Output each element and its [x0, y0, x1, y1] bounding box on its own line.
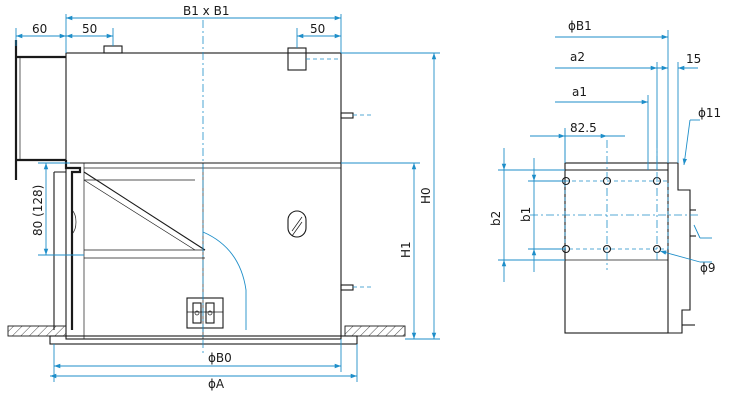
inspection-slot [287, 210, 307, 238]
bolt-lower [340, 284, 372, 291]
frame-profile-inner [53, 171, 66, 330]
dim-h0-label: H0 [419, 187, 433, 204]
dim-top-15-label: 15 [686, 52, 701, 66]
dim-top-82-label: 82.5 [570, 121, 597, 135]
top-right-wall [668, 162, 691, 334]
dim-top-a2-label: a2 [570, 50, 585, 64]
top-view: ϕB1 a2 15 a1 82.5 ϕ11 b2 [489, 19, 721, 334]
dim-50-right-label: 50 [310, 22, 325, 36]
dim-top-11-label: ϕ11 [698, 106, 721, 120]
dim-60-label: 60 [32, 22, 47, 36]
damper-blade-edge [83, 179, 196, 251]
dim-top-9-label: ϕ9 [700, 261, 716, 275]
actuator-top-right [287, 47, 307, 71]
dim-h1-label: H1 [399, 241, 413, 258]
frame-notch [71, 209, 77, 235]
floor-left [7, 325, 67, 337]
terminal-block [186, 297, 224, 329]
dim-b0-label: ϕB0 [208, 351, 232, 365]
floor-right [344, 325, 406, 337]
dim-a-label: ϕA [208, 377, 225, 391]
cable-curve [202, 231, 247, 330]
base-plate [49, 335, 358, 345]
dim-top-b2-label: b2 [489, 211, 503, 226]
damper-blade [83, 171, 206, 251]
top-housing [564, 162, 669, 334]
housing-body [65, 52, 342, 340]
actuator-top-left [103, 45, 123, 54]
frame-profile [64, 160, 82, 330]
dim-top-b1v-label: b1 [519, 207, 533, 222]
dim-top-b1-label: ϕB1 [568, 19, 592, 33]
dim-b1xb1-label: B1 x B1 [183, 4, 229, 18]
dim-80-label: 80 (128) [31, 185, 45, 236]
bolt-upper [340, 112, 372, 119]
side-view: 60 50 50 B1 x B1 80 (128) H0 H1 ϕB0 [7, 4, 440, 391]
dim-50-left-label: 50 [82, 22, 97, 36]
dim-top-a1-label: a1 [572, 85, 587, 99]
